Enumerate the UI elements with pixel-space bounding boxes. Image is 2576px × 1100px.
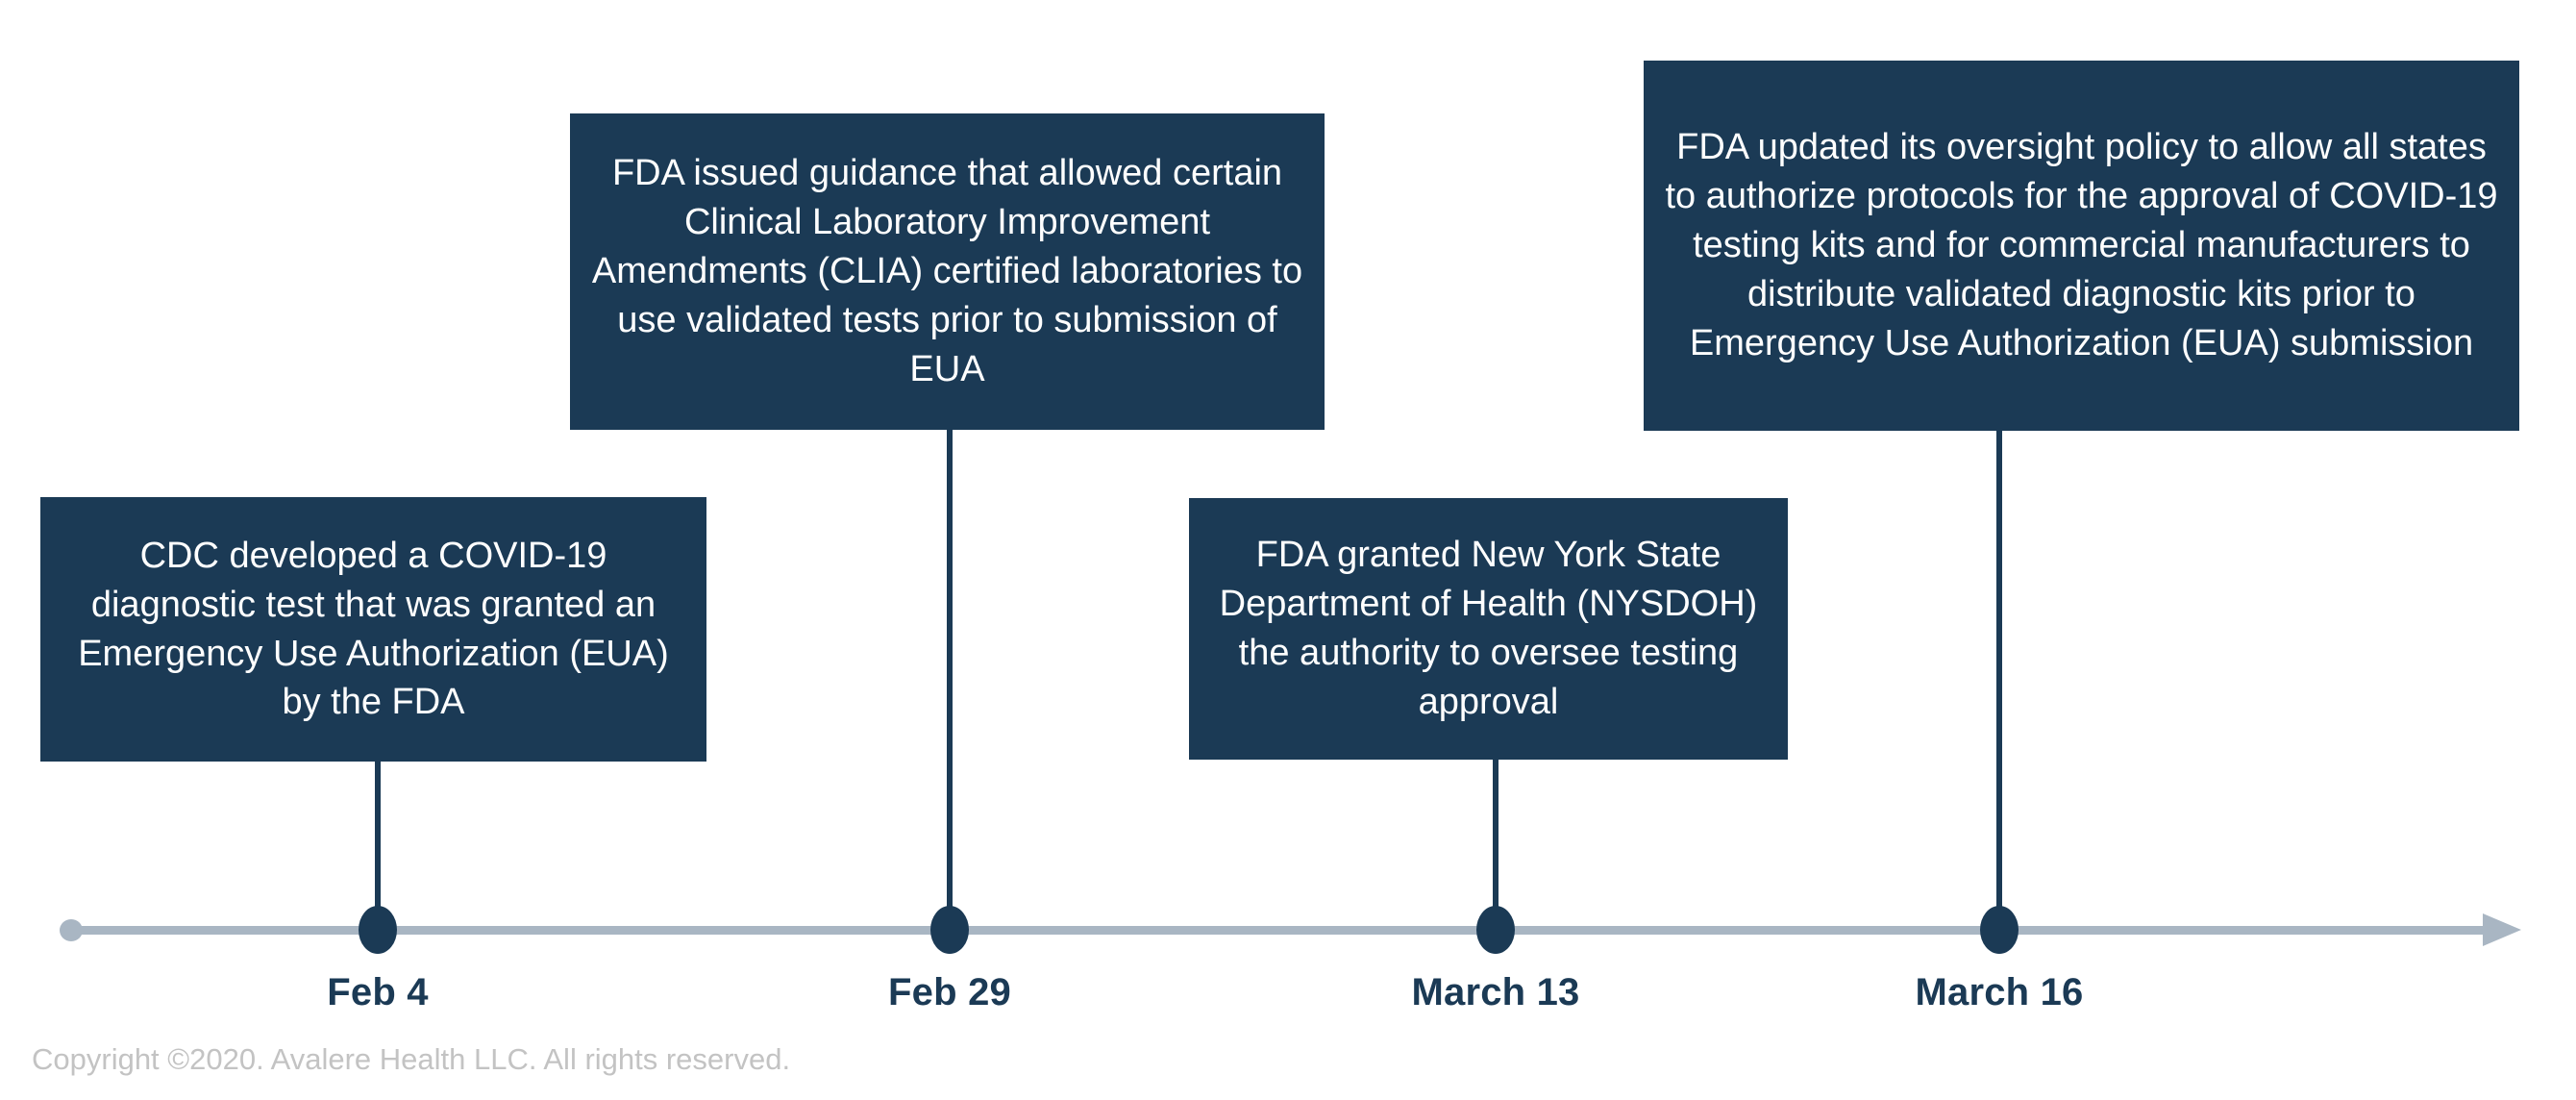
event-marker-4[interactable] [1980,906,2019,954]
event-connector-4 [1996,431,2002,930]
event-connector-2 [947,430,953,930]
event-box-4-text: FDA updated its oversight policy to allo… [1665,127,2498,363]
timeline-axis-line [75,926,2488,935]
event-box-1: CDC developed a COVID-19 diagnostic test… [40,497,706,762]
event-box-4: FDA updated its oversight policy to allo… [1644,61,2519,431]
event-box-3-text: FDA granted New York State Department of… [1219,535,1758,722]
event-connector-1 [375,762,381,930]
event-box-1-text: CDC developed a COVID-19 diagnostic test… [78,535,669,723]
timeline-start-dot [60,919,83,941]
event-connector-3 [1493,760,1499,930]
date-label-4: March 16 [1915,971,2084,1013]
timeline-arrow-icon [2483,913,2521,946]
event-box-3: FDA granted New York State Department of… [1189,498,1788,760]
event-box-2-text: FDA issued guidance that allowed certain… [591,153,1303,389]
event-marker-1[interactable] [359,906,397,954]
event-marker-3[interactable] [1476,906,1515,954]
copyright-notice: Copyright ©2020. Avalere Health LLC. All… [32,1042,791,1076]
event-marker-2[interactable] [930,906,969,954]
date-label-3: March 13 [1411,971,1580,1013]
event-box-2: FDA issued guidance that allowed certain… [570,113,1325,430]
date-label-2: Feb 29 [888,971,1011,1013]
date-label-1: Feb 4 [327,971,429,1013]
